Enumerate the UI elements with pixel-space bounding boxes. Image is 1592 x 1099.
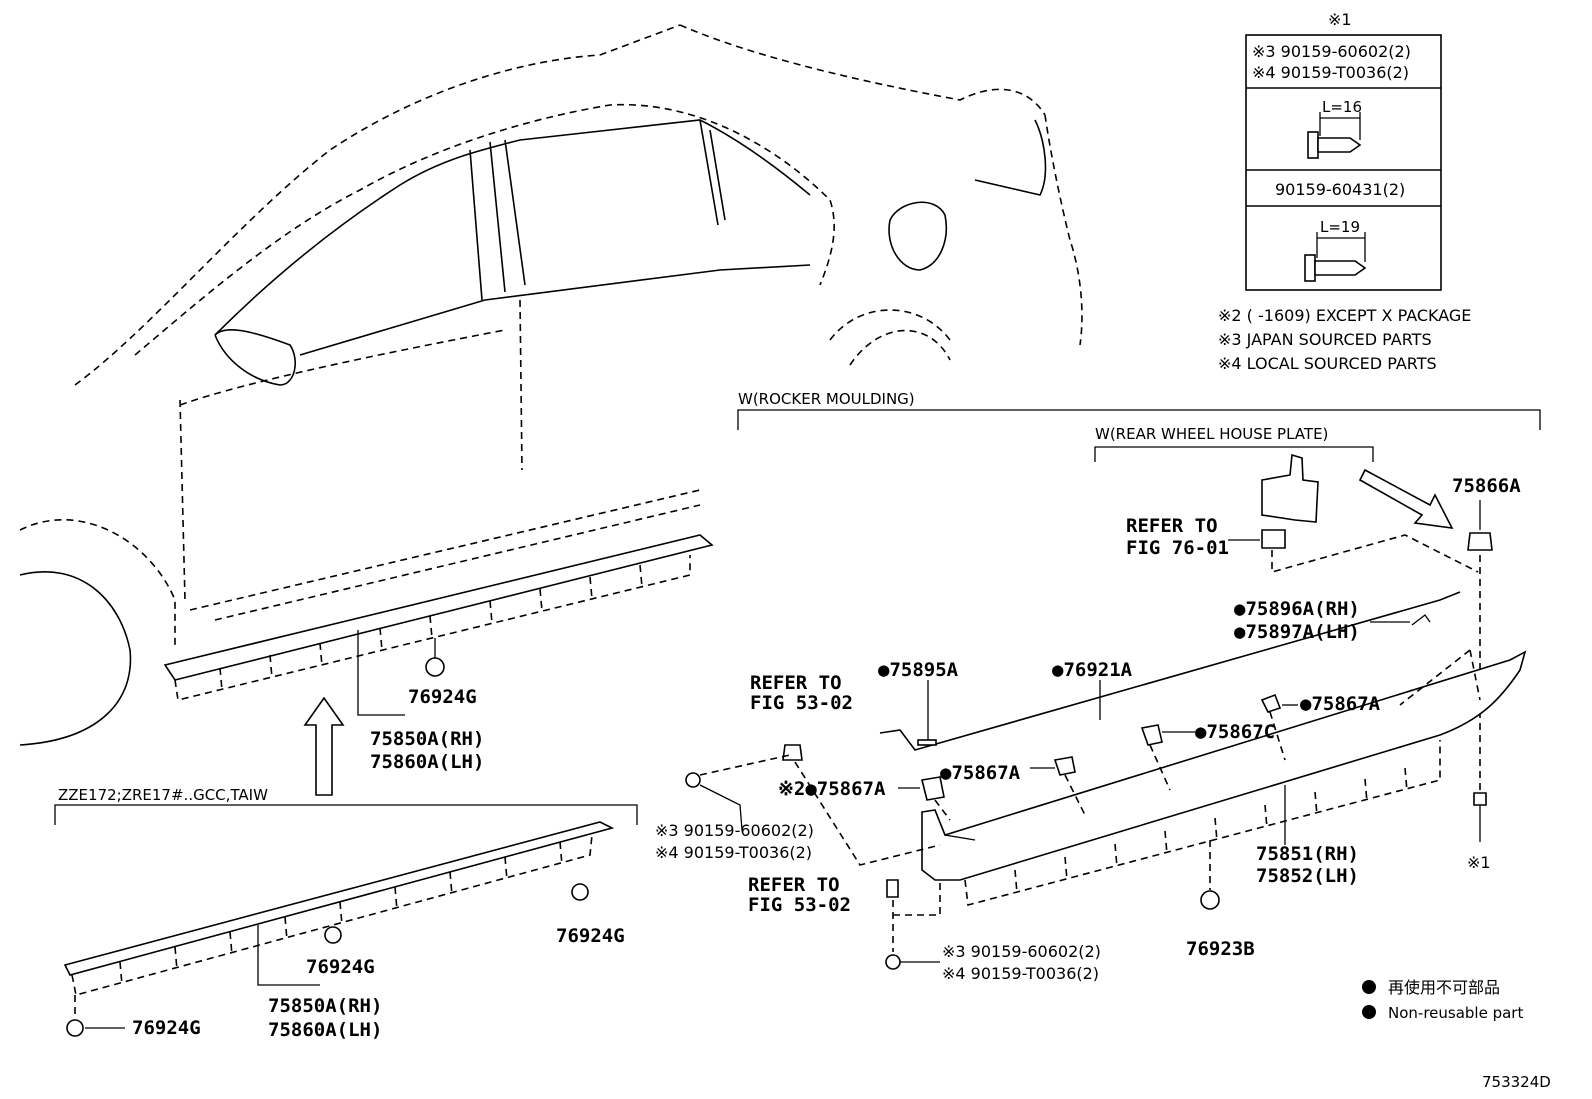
refer-7601-line1: REFER TO (1126, 515, 1218, 537)
label-note1-bottom: ※1 (1467, 853, 1491, 872)
footnote-4: ※4 LOCAL SOURCED PARTS (1218, 354, 1437, 373)
label-75860A-var: 75860A(LH) (268, 1019, 382, 1041)
fastener-row2: 90159-60431(2) (1275, 180, 1405, 199)
screw-mid-line1: ※3 90159-60602(2) (655, 821, 814, 840)
label-75895A: ●75895A (878, 659, 959, 681)
variant-moulding (63, 821, 615, 1037)
label-75850A-var: 75850A(RH) (268, 995, 382, 1017)
label-76921A: ●76921A (1052, 659, 1133, 681)
legend-jp: 再使用不可部品 (1388, 978, 1500, 997)
variant-bracket (54, 804, 638, 825)
footnote-3: ※3 JAPAN SOURCED PARTS (1218, 330, 1432, 349)
rocker-section-title: W(ROCKER MOULDING) (738, 390, 915, 408)
diagram-id: 753324D (1482, 1073, 1551, 1091)
label-75867C: ●75867C (1195, 721, 1275, 743)
rear-wheel-house-bracket (1094, 446, 1374, 462)
label-75852: 75852(LH) (1256, 865, 1359, 887)
label-75850A-car: 75850A(RH) (370, 728, 484, 750)
variant-title: ZZE172;ZRE17#..GCC,TAIW (58, 786, 268, 804)
rocker-bracket (737, 409, 1541, 430)
screw-mid-line2: ※4 90159-T0036(2) (655, 843, 812, 862)
label-75867A-right: ●75867A (1300, 693, 1381, 715)
fastener-table (1245, 34, 1442, 291)
label-76924G-var-c: 76924G (132, 1017, 201, 1039)
label-75866A: 75866A (1452, 475, 1521, 497)
label-76923B: 76923B (1186, 938, 1255, 960)
label-75896A: ●75896A(RH) (1234, 598, 1360, 620)
fastener-table-header: ※1 (1328, 10, 1352, 29)
label-75860A-car: 75860A(LH) (370, 751, 484, 773)
screw-bot-line2: ※4 90159-T0036(2) (942, 964, 1099, 983)
footnote-2: ※2 ( -1609) EXCEPT X PACKAGE (1218, 306, 1471, 325)
nonreusable-dot-icon-2 (1362, 1005, 1376, 1019)
car-body-outline (19, 24, 1083, 746)
rocker-assembly (685, 453, 1527, 970)
screw-bot-line1: ※3 90159-60602(2) (942, 942, 1101, 961)
fastener-row1-line1: ※3 90159-60602(2) (1252, 42, 1411, 61)
legend-en: Non-reusable part (1388, 1004, 1523, 1022)
label-75867A-left: ※2●75867A (778, 778, 886, 800)
nonreusable-dot-icon (1362, 980, 1376, 994)
label-75851: 75851(RH) (1256, 843, 1359, 865)
label-75897A: ●75897A(LH) (1234, 621, 1360, 643)
refer-5302-bot-line1: REFER TO (748, 874, 840, 896)
refer-5302-top-line1: REFER TO (750, 672, 842, 694)
fastener-length1: L=16 (1322, 98, 1362, 116)
rear-wheel-house-title: W(REAR WHEEL HOUSE PLATE) (1095, 425, 1328, 443)
label-76924G-var-b: 76924G (556, 925, 625, 947)
label-76924G-var-a: 76924G (306, 956, 375, 978)
refer-5302-top-line2: FIG 53-02 (750, 692, 853, 714)
refer-5302-bot-line2: FIG 53-02 (748, 894, 851, 916)
up-arrow-icon (303, 696, 345, 796)
label-75867A-mid: ●75867A (940, 762, 1021, 784)
fastener-length2: L=19 (1320, 218, 1360, 236)
fastener-row1-line2: ※4 90159-T0036(2) (1252, 63, 1409, 82)
refer-7601-line2: FIG 76-01 (1126, 537, 1229, 559)
label-76924G-car: 76924G (408, 686, 477, 708)
